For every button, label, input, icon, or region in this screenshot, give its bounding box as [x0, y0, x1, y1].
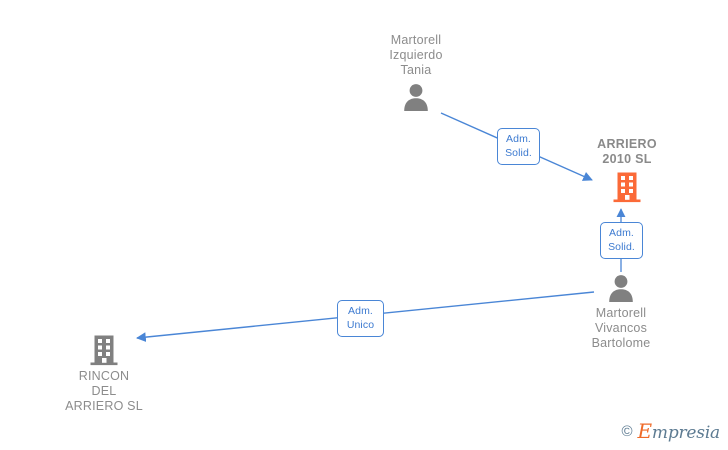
empresia-logo-initial: E: [637, 419, 653, 443]
empresia-watermark: © Empresia: [621, 421, 720, 442]
node-label-martorell-izquierdo-tania: Martorell Izquierdo Tania: [389, 33, 443, 77]
edge-label-bartolome-to-arriero[interactable]: Adm. Solid.: [600, 222, 643, 259]
node-label-arriero-2010-sl: ARRIERO 2010 SL: [597, 137, 657, 166]
node-label-martorell-vivancos-bartolome: Martorell Vivancos Bartolome: [591, 306, 651, 350]
node-company-rincon-del-arriero-sl[interactable]: RINCON DEL ARRIERO SL: [29, 334, 179, 414]
node-company-arriero-2010-sl[interactable]: ARRIERO 2010 SL: [552, 137, 702, 203]
edge-label-tania-to-arriero[interactable]: Adm. Solid.: [497, 128, 540, 165]
building-icon: [613, 172, 641, 203]
copyright-icon: ©: [621, 423, 633, 440]
person-icon: [609, 275, 633, 302]
building-icon: [90, 335, 118, 366]
empresia-logo-rest: mpresia: [651, 423, 720, 443]
person-icon: [404, 84, 428, 111]
node-person-martorell-vivancos-bartolome[interactable]: Martorell Vivancos Bartolome: [546, 273, 696, 351]
node-label-rincon-del-arriero-sl: RINCON DEL ARRIERO SL: [65, 369, 143, 413]
empresia-logo-text: Empresia: [638, 421, 721, 442]
edge-label-bartolome-to-rincon[interactable]: Adm. Unico: [337, 300, 384, 337]
node-person-martorell-izquierdo-tania[interactable]: Martorell Izquierdo Tania: [341, 33, 491, 112]
